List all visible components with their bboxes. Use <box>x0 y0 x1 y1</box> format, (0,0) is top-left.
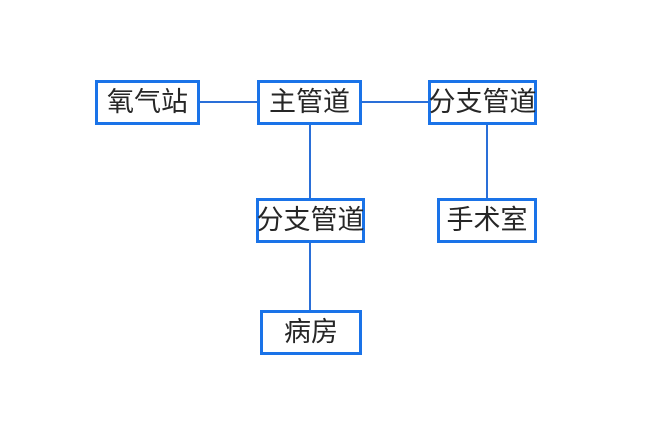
edge-main-to-branch-right <box>362 101 428 103</box>
node-main-pipeline[interactable]: 主管道 <box>257 80 362 125</box>
node-label-main-pipeline: 主管道 <box>269 87 350 117</box>
node-label-branch-pipeline-center: 分支管道 <box>256 205 365 235</box>
node-label-branch-pipeline-right: 分支管道 <box>428 87 537 117</box>
edge-oxygen-to-main <box>200 101 257 103</box>
node-label-ward: 病房 <box>284 317 338 347</box>
node-oxygen-station[interactable]: 氧气站 <box>95 80 200 125</box>
node-operating-room[interactable]: 手术室 <box>437 198 537 243</box>
node-label-operating-room: 手术室 <box>446 205 528 235</box>
node-ward[interactable]: 病房 <box>260 310 362 355</box>
edge-branch-center-to-ward <box>309 242 311 310</box>
node-label-oxygen-station: 氧气站 <box>107 87 188 117</box>
edge-branch-right-to-operating-room <box>486 125 488 198</box>
edge-main-to-branch-center <box>309 125 311 198</box>
node-branch-pipeline-center[interactable]: 分支管道 <box>256 198 365 243</box>
node-branch-pipeline-right[interactable]: 分支管道 <box>428 80 537 125</box>
